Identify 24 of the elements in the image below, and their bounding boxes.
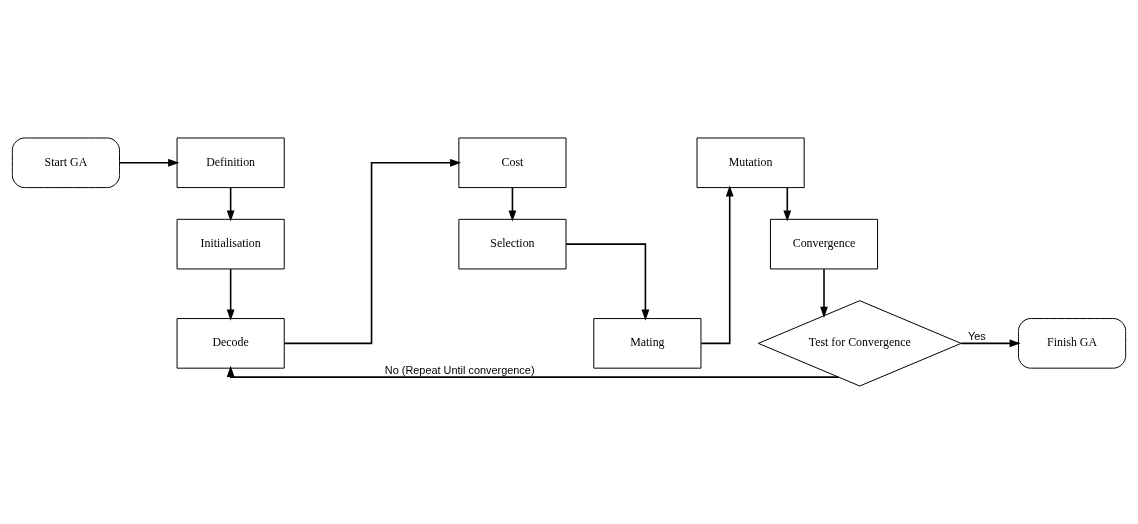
arrow <box>960 339 1021 348</box>
node-box: Mutation <box>696 137 805 189</box>
arrow <box>119 158 180 167</box>
node-box: Selection <box>458 218 567 270</box>
arrow <box>226 186 235 222</box>
node-box: Cost <box>458 137 567 189</box>
arrow <box>508 186 517 222</box>
node-box: Decode <box>176 318 285 369</box>
node-diamond: Test for Convergence <box>757 300 962 387</box>
node-box: Convergence <box>769 218 879 270</box>
edge-label: No (Repeat Until convergence) <box>384 363 535 376</box>
arrow <box>700 185 734 345</box>
node-box: Start GA <box>11 137 120 189</box>
arrow <box>783 186 792 222</box>
arrow <box>283 158 462 345</box>
arrow <box>226 365 840 378</box>
node-box: Finish GA <box>1018 318 1127 369</box>
arrow <box>565 243 650 321</box>
arrow <box>820 268 828 318</box>
arrow <box>226 268 235 321</box>
node-box: Mating <box>593 318 702 369</box>
node-box: Initialisation <box>176 218 285 270</box>
edge-label: Yes <box>967 330 986 343</box>
node-box: Definition <box>176 137 285 189</box>
